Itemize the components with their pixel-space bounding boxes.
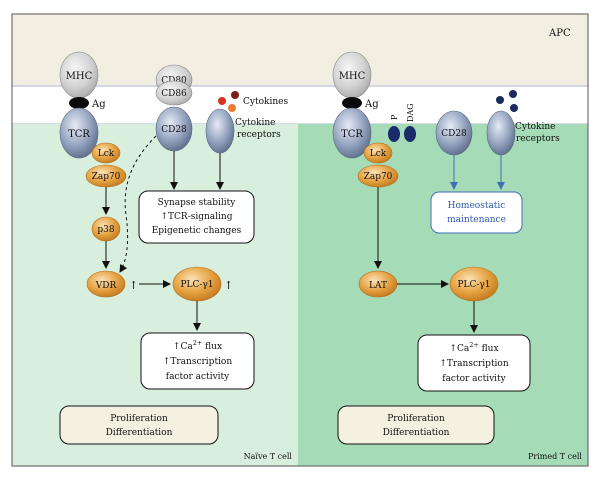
ca-flux-box-left xyxy=(140,332,255,390)
dag-label: DAG xyxy=(406,103,415,122)
cd28-to-vdr-dashed-arrow xyxy=(119,135,157,273)
synapse-line-3: Epigenetic changes xyxy=(152,226,242,236)
cytokine-orange xyxy=(228,104,236,112)
plc-left-label: PLC-γ1 xyxy=(180,280,213,290)
antigen-right xyxy=(342,97,362,109)
tcr-left-label: TCR xyxy=(68,129,90,140)
lck-right xyxy=(363,142,393,164)
differentiation-right: Differentiation xyxy=(383,428,450,438)
cytokine-red xyxy=(218,97,226,105)
outcome-box-left xyxy=(59,405,219,445)
cytokine-receptor-left xyxy=(205,108,235,154)
cd86-label: CD86 xyxy=(161,89,187,99)
cytokine-navy-2 xyxy=(509,90,517,98)
cytokine-darkred xyxy=(231,91,239,99)
transcription-left-2: factor activity xyxy=(166,372,230,382)
primed-t-cell-label: Primed T cell xyxy=(528,452,582,461)
outcome-box-right xyxy=(337,405,495,445)
ca-flux-right: ↑Ca2+ flux xyxy=(449,341,498,354)
tcr-right xyxy=(332,107,372,159)
vdr-up-arrow: ↑ xyxy=(129,279,138,292)
tcr-left xyxy=(59,107,99,159)
cytokine-receptors-right-1: Cytokine xyxy=(515,122,555,132)
cytokine-receptors-right-2: receptors xyxy=(516,134,560,144)
tcr-right-label: TCR xyxy=(341,129,363,140)
homeostatic-line-2: maintenance xyxy=(447,215,506,225)
differentiation-left: Differentiation xyxy=(106,428,173,438)
cd28-left-label: CD28 xyxy=(161,125,187,135)
p-label: P xyxy=(390,114,399,120)
plc-right-label: PLC-γ1 xyxy=(457,280,490,290)
dag-molecule xyxy=(404,126,416,142)
cytokine-navy-1 xyxy=(496,96,504,104)
lat-label: LAT xyxy=(369,281,387,291)
lck-left xyxy=(91,142,121,164)
transcription-right-1: ↑Transcription xyxy=(439,359,509,369)
zap70-left-label: Zap70 xyxy=(92,172,121,182)
homeostatic-maintenance-box xyxy=(430,191,523,234)
synapse-line-1: Synapse stability xyxy=(158,198,237,208)
vdr-left xyxy=(86,270,126,298)
mhc-left-label: MHC xyxy=(66,71,93,82)
p38-left-label: p38 xyxy=(97,225,114,235)
transcription-left-1: ↑Transcription xyxy=(163,357,233,367)
transcription-right-2: factor activity xyxy=(442,374,506,384)
plc-up-arrow: ↑ xyxy=(224,279,233,292)
ag-left-label: Ag xyxy=(91,99,106,110)
proliferation-left: Proliferation xyxy=(110,414,168,424)
antigen-left xyxy=(69,97,89,109)
ca-flux-left: ↑Ca2+ flux xyxy=(173,339,222,352)
lck-right-label: Lck xyxy=(370,149,387,159)
homeostatic-line-1: Homeostatic xyxy=(448,201,506,211)
apc-region xyxy=(12,14,588,86)
mhc-right-label: MHC xyxy=(339,71,366,82)
apc-label: APC xyxy=(548,28,571,39)
naive-t-cell-label: Naïve T cell xyxy=(244,452,293,461)
ag-right-label: Ag xyxy=(364,99,379,110)
cd28-right-label: CD28 xyxy=(441,129,467,139)
lck-left-label: Lck xyxy=(98,149,115,159)
proliferation-right: Proliferation xyxy=(387,414,445,424)
cytokine-receptors-left-1: Cytokine xyxy=(235,118,275,128)
p-molecule xyxy=(388,126,400,142)
zap70-right-label: Zap70 xyxy=(364,172,393,182)
synapse-line-2: ↑TCR-signaling xyxy=(161,212,233,222)
cytokines-label: Cytokines xyxy=(243,97,288,107)
vdr-left-label: VDR xyxy=(95,281,117,291)
cd86-ligand xyxy=(155,80,193,106)
cytokine-receptor-right xyxy=(486,110,516,156)
ca-flux-box-right xyxy=(417,334,531,392)
synapse-stability-box xyxy=(138,190,255,244)
cytokine-navy-3 xyxy=(510,104,518,112)
cytokine-receptors-left-2: receptors xyxy=(237,130,281,140)
